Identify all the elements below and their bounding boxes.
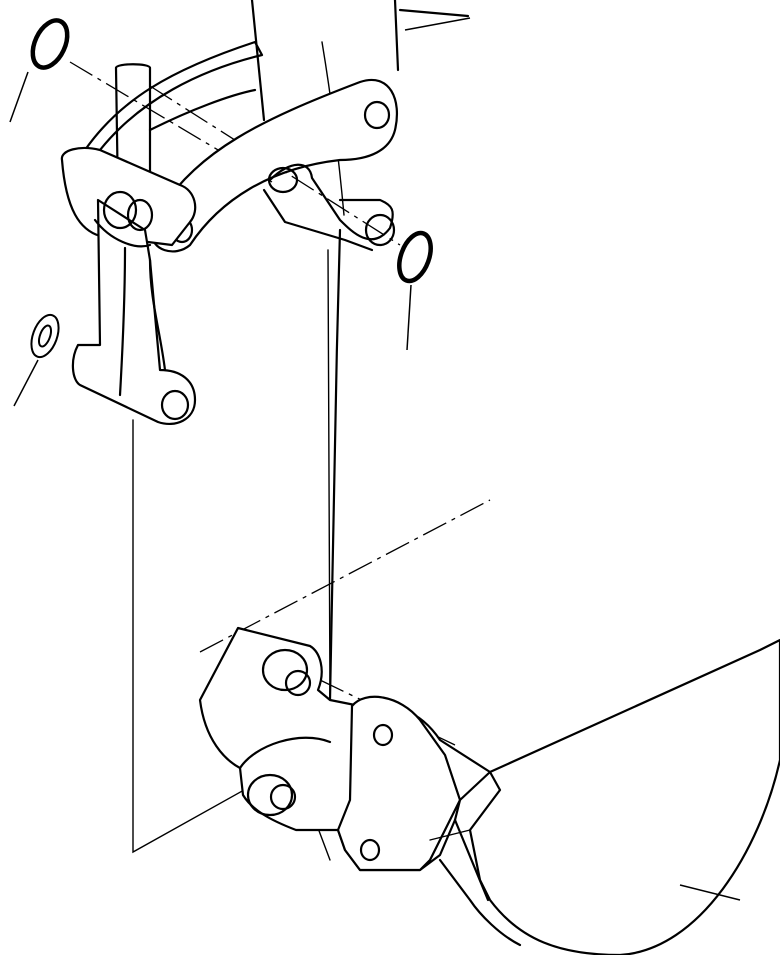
- bucket: [198, 626, 780, 955]
- bucket-link: [83, 40, 399, 253]
- leader-lines: [9, 17, 471, 407]
- leader-washer: [13, 359, 39, 407]
- o-ring-upper-left: [30, 18, 70, 70]
- seals: [30, 18, 433, 359]
- leader-boom: [404, 17, 471, 31]
- leader-o-ring-upper-left: [9, 71, 29, 123]
- leader-o-ring-right: [406, 284, 412, 351]
- lever-link: [60, 63, 197, 426]
- o-ring-right: [397, 230, 433, 284]
